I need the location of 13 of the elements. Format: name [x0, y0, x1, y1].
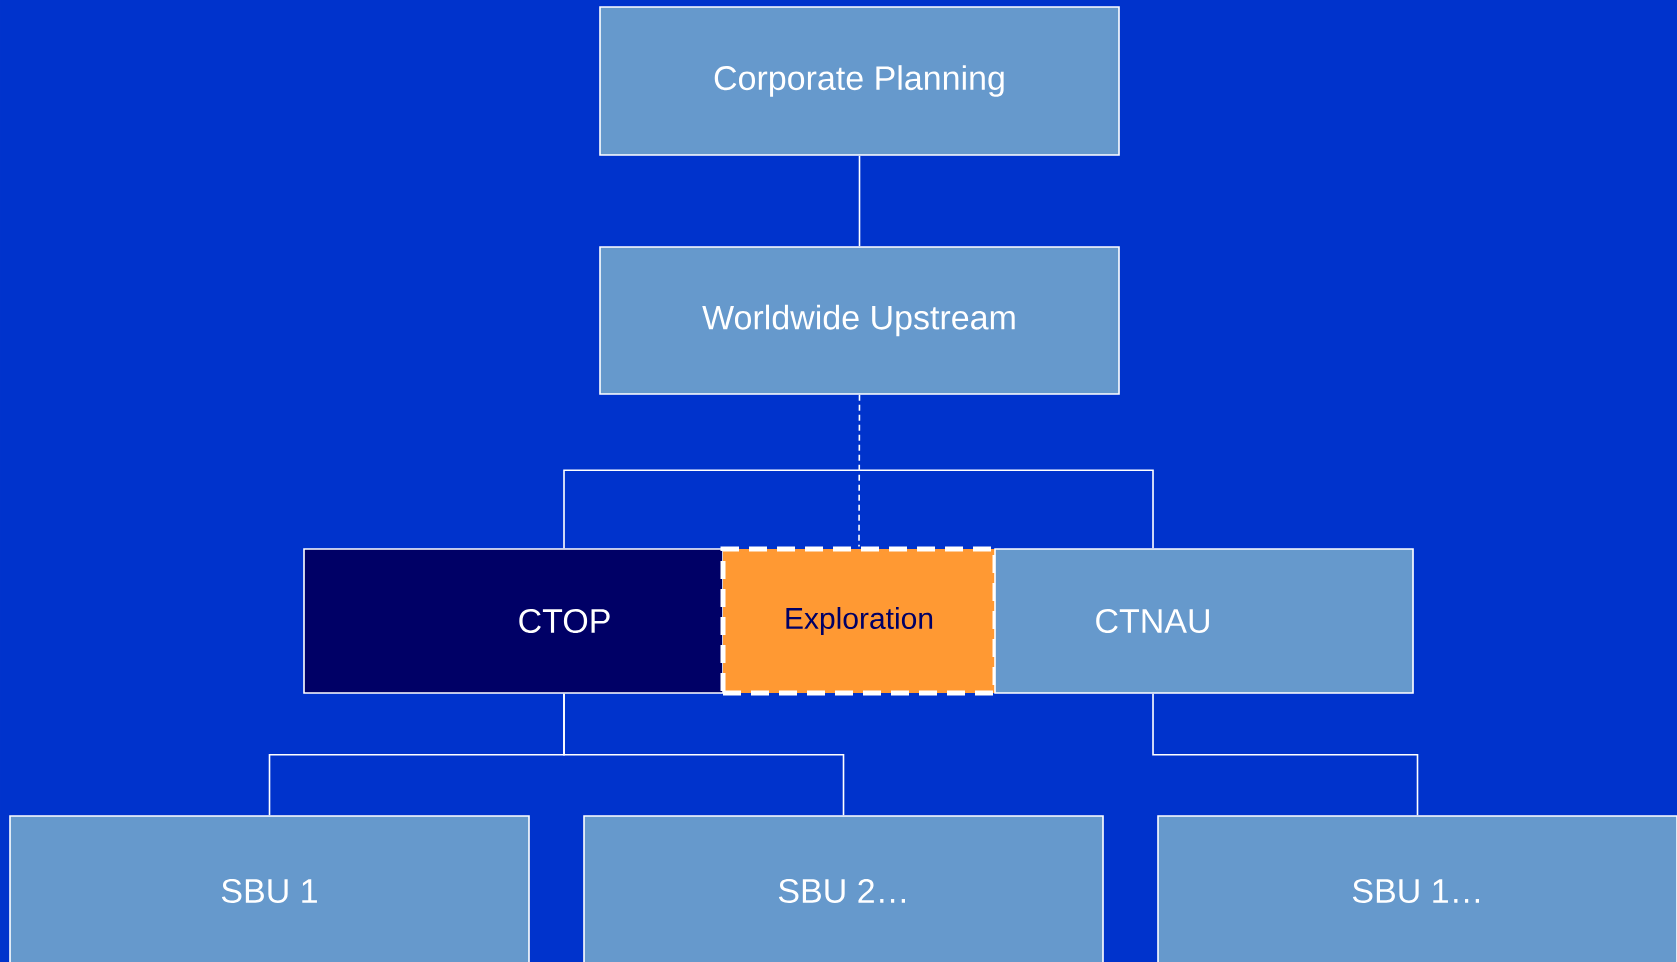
org-box: SBU 2… [583, 815, 1104, 962]
connector-line [858, 155, 861, 247]
org-box: SBU 1 [9, 815, 530, 962]
dashed-connector [858, 394, 861, 548]
highlighted-box: Exploration [720, 546, 998, 696]
connector-line [563, 693, 845, 816]
connector-line [1152, 693, 1419, 816]
org-box: Worldwide Upstream [599, 246, 1120, 395]
org-box: Corporate Planning [599, 6, 1120, 156]
org-box: CTOP [303, 548, 724, 694]
connector-line [563, 469, 1154, 549]
org-box: SBU 1… [1157, 815, 1677, 962]
org-box: CTNAU [994, 548, 1414, 694]
